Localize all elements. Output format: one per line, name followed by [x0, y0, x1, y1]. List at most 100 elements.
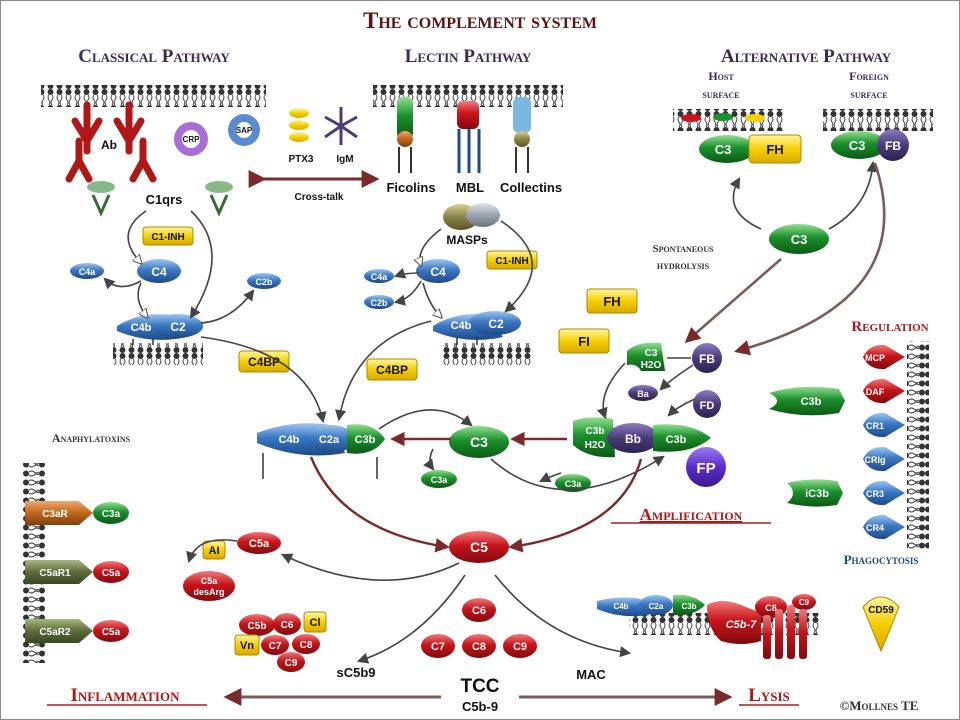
ba-fragment: Ba [628, 385, 658, 401]
svg-text:FD: FD [700, 400, 715, 412]
svg-text:C5a: C5a [102, 568, 121, 579]
svg-text:C4a: C4a [79, 267, 97, 277]
ficolin-icon [397, 97, 413, 173]
svg-text:C3: C3 [470, 434, 488, 450]
c2b-lectin: C2b [364, 295, 394, 309]
ptx3-icon [289, 108, 309, 142]
c5a-fragment: C5a [237, 532, 281, 554]
c4b2a3b-convertase: C4b C2a C3b [257, 423, 385, 456]
foreign-surface-l1: Foreign [849, 69, 889, 83]
masps-label: MASPs [446, 233, 488, 247]
svg-text:iC3b: iC3b [805, 488, 829, 500]
heading-alternative: Alternative Pathway [721, 46, 892, 67]
c4b2-lectin: C4b C2 [433, 311, 521, 340]
receptor-cr4: CR4 [863, 514, 905, 540]
c3-central-alt: C3 [769, 224, 829, 254]
c3-central: C3 [449, 426, 509, 458]
collectins-label: Collectins [500, 180, 562, 195]
svg-text:C6: C6 [281, 620, 294, 631]
host-surface-markers [681, 113, 765, 122]
svg-text:Cl: Cl [310, 617, 321, 629]
c4-classical: C4 [137, 259, 181, 283]
svg-text:C8: C8 [765, 603, 777, 613]
anaphylatoxins-title: Anaphylatoxins [52, 431, 131, 445]
svg-text:C3a: C3a [102, 509, 121, 520]
svg-text:C2a: C2a [649, 602, 664, 611]
svg-text:H2O: H2O [641, 360, 662, 371]
svg-text:C8: C8 [300, 640, 313, 651]
phagocytosis-label: Phagocytosis [844, 552, 919, 567]
ptx3-label: PTX3 [288, 154, 313, 165]
host-surface-l1: Host [708, 69, 734, 83]
c8-free: C8 [462, 634, 496, 658]
svg-text:C4BP: C4BP [248, 355, 280, 369]
amplification-label: Amplification [640, 505, 743, 524]
membrane-foreign [823, 109, 933, 131]
svg-text:C5b: C5b [248, 621, 267, 632]
c2b-classical: C2b [247, 273, 281, 289]
convertase-anchors [132, 337, 478, 479]
c3-fb-complex: C3 FB [831, 129, 909, 161]
receptor-mcp: MCP [863, 344, 905, 370]
svg-text:C7: C7 [431, 641, 445, 653]
svg-text:C4b: C4b [131, 322, 152, 334]
crosstalk-label: Cross-talk [295, 192, 344, 203]
svg-text:FP: FP [696, 460, 715, 477]
svg-text:C5aR2: C5aR2 [39, 627, 71, 638]
svg-text:C3: C3 [791, 232, 808, 247]
svg-text:C4a: C4a [371, 272, 389, 282]
svg-text:C7: C7 [269, 641, 282, 652]
fd-factor: FD [693, 390, 721, 418]
c3-fh-complex: C3 FH [699, 134, 802, 164]
svg-text:C1-INH: C1-INH [151, 232, 184, 243]
c7-free: C7 [421, 634, 455, 658]
receptor-crig: CRIg [863, 446, 905, 472]
svg-text:C4: C4 [151, 265, 167, 279]
mbl-label: MBL [456, 180, 484, 195]
svg-text:C2: C2 [488, 317, 504, 331]
svg-text:C2b: C2b [370, 298, 388, 308]
svg-text:C3a: C3a [565, 479, 583, 489]
c1qrs-label: C1qrs [146, 192, 183, 207]
membrane-classical [41, 85, 266, 107]
svg-text:FI: FI [578, 334, 590, 349]
c4a-classical: C4a [70, 263, 104, 279]
mac-label: MAC [576, 667, 606, 682]
receptor-cr3: CR3 [863, 480, 905, 506]
lysis-label: Lysis [748, 685, 790, 706]
c6-free: C6 [462, 598, 496, 622]
heading-lectin: Lectin Pathway [405, 46, 532, 67]
c3a-left: C3a [421, 470, 457, 488]
svg-text:FH: FH [603, 294, 620, 309]
svg-text:FB: FB [699, 352, 715, 366]
svg-text:Ba: Ba [637, 389, 649, 399]
c3bbbc3b-convertase: C3b H2O Bb C3b [573, 417, 711, 458]
svg-text:desArg: desArg [193, 587, 224, 597]
svg-text:C2: C2 [170, 320, 186, 334]
c4a-lectin: C4a [364, 269, 394, 283]
svg-text:C2b: C2b [255, 277, 273, 287]
svg-text:C5b-7: C5b-7 [726, 619, 757, 631]
membrane-lectin-cell [441, 343, 531, 365]
svg-text:C4b: C4b [279, 434, 300, 446]
svg-text:AI: AI [209, 545, 220, 557]
antibody-icon [65, 101, 157, 183]
svg-text:H2O: H2O [585, 440, 606, 451]
spontaneous-l2: hydrolysis [657, 260, 710, 272]
ic3b: iC3b [787, 479, 843, 507]
foreign-surface-l2: surface [850, 87, 887, 101]
igm-label: IgM [336, 154, 353, 165]
ab-label: Ab [101, 138, 117, 152]
svg-text:C5a: C5a [201, 576, 219, 586]
spontaneous-l1: Spontaneous [652, 243, 714, 255]
svg-text:C8: C8 [472, 641, 486, 653]
svg-text:Vn: Vn [240, 640, 254, 652]
svg-text:CRIg: CRIg [865, 455, 886, 465]
svg-text:C2a: C2a [319, 434, 340, 446]
svg-text:DAF: DAF [866, 387, 885, 397]
